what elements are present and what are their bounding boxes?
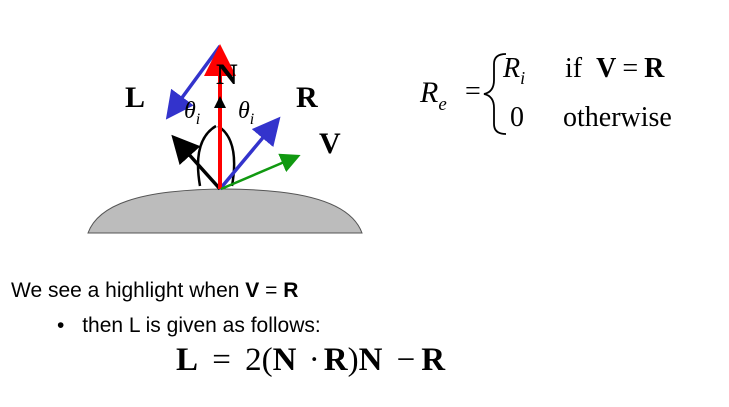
label-normal: N (216, 58, 238, 91)
highlight-statement: We see a highlight when V = R (11, 279, 299, 302)
theta-right: θi (238, 98, 254, 128)
bullet-item: • then L is given as follows: (57, 314, 321, 338)
eq-case2-value: 0 (510, 102, 524, 133)
theta-left: θi (184, 98, 200, 128)
normal-tip-small (214, 96, 226, 108)
label-light: L (125, 81, 145, 114)
eq-case1-value: Ri (502, 53, 525, 88)
label-view: V (319, 127, 341, 160)
eq-case2-cond: otherwise (563, 102, 672, 133)
surface-shape (87, 188, 363, 234)
eq-brace (483, 53, 507, 135)
light-formula: L = 2(N ·R)N −R (176, 342, 446, 378)
eq-lhs: Re (419, 76, 447, 115)
bullet-glyph: • (57, 314, 65, 337)
light-vector-arrow (171, 134, 222, 191)
label-reflect: R (296, 81, 318, 114)
view-vector-arrow (220, 153, 301, 191)
eq-equals: = (465, 76, 481, 107)
bullet-text: then L is given as follows: (82, 314, 321, 337)
reflect-vector-arrow (218, 116, 281, 191)
